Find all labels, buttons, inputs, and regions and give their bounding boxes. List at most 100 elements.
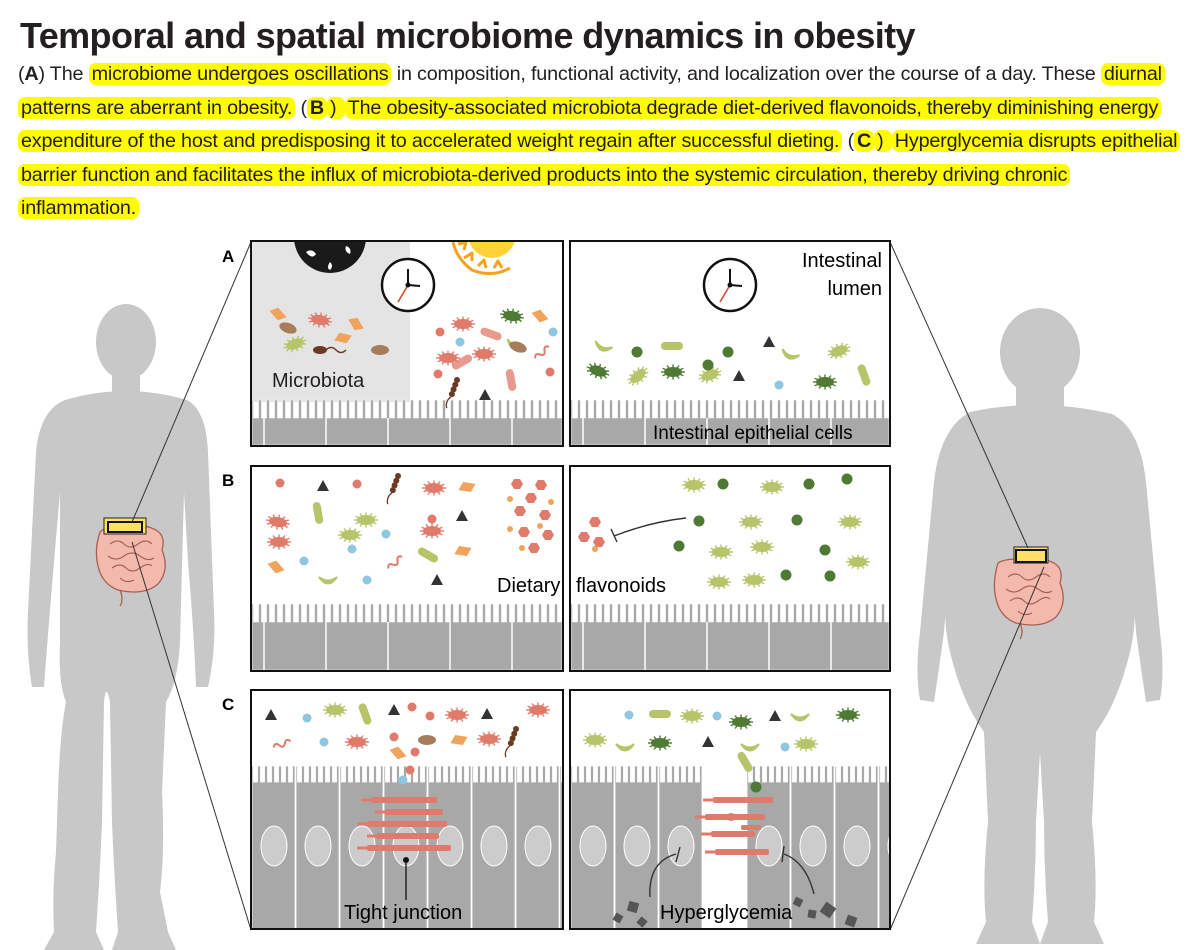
spiky-bacterium bbox=[526, 702, 550, 718]
human-silhouette-obese bbox=[917, 308, 1163, 944]
spiky-bacterium bbox=[827, 342, 851, 360]
panel-c-obese: Hyperglycemia bbox=[571, 707, 889, 928]
flavonoid bbox=[537, 523, 543, 529]
spiky-bacterium bbox=[583, 732, 607, 748]
caption-text: ( bbox=[295, 96, 308, 119]
intestinal-epithelium bbox=[571, 603, 889, 670]
spiky-bacterium bbox=[742, 572, 766, 588]
crescent-bacterium bbox=[781, 348, 801, 360]
diamond-bacterium bbox=[348, 317, 364, 331]
figure-caption: (A) The microbiome undergoes oscillation… bbox=[18, 58, 1188, 226]
round-bacterium bbox=[841, 473, 853, 485]
diamond-bacterium bbox=[531, 309, 549, 323]
microbiota-cluster bbox=[266, 473, 554, 585]
particle bbox=[769, 710, 781, 721]
diamond-bacterium bbox=[454, 546, 472, 556]
spiral-bacterium bbox=[534, 345, 550, 359]
spiky-bacterium bbox=[813, 374, 837, 390]
oval-bacterium bbox=[371, 345, 389, 355]
chain-bacterium bbox=[504, 726, 519, 758]
round-bacterium bbox=[631, 346, 643, 358]
panel-b-right-frame bbox=[569, 465, 891, 672]
rod-bacterium bbox=[312, 502, 324, 524]
round-bacterium bbox=[302, 713, 312, 723]
spiky-bacterium bbox=[586, 362, 610, 380]
round-bacterium bbox=[750, 781, 762, 793]
intestinal-epithelium bbox=[571, 399, 889, 445]
flavonoid bbox=[535, 480, 547, 490]
human-silhouette-lean bbox=[27, 304, 215, 950]
round-bacterium bbox=[780, 569, 792, 581]
epithelial-cell bbox=[878, 765, 889, 928]
flavonoid bbox=[578, 532, 590, 542]
spiky-bacterium bbox=[698, 366, 722, 384]
particle bbox=[456, 510, 468, 521]
label-intestinal: Intestinal bbox=[802, 250, 882, 272]
rod-bacterium bbox=[737, 751, 753, 773]
label-flavonoids: flavonoids bbox=[576, 575, 666, 597]
intestine-icon bbox=[993, 546, 1064, 640]
round-bacterium bbox=[722, 346, 734, 358]
spiky-bacterium bbox=[836, 707, 860, 723]
spiky-bacterium bbox=[420, 523, 444, 539]
particle bbox=[317, 480, 329, 491]
flavonoid bbox=[528, 543, 540, 553]
round-bacterium bbox=[407, 702, 417, 712]
flavonoid bbox=[548, 499, 554, 505]
sun-icon bbox=[451, 242, 515, 275]
rod-bacterium bbox=[649, 710, 671, 718]
particle bbox=[702, 736, 714, 747]
spiky-bacterium bbox=[354, 512, 378, 528]
spiky-bacterium bbox=[451, 316, 475, 332]
round-bacterium bbox=[381, 529, 391, 539]
epithelial-cell bbox=[471, 765, 516, 928]
rod-bacterium bbox=[451, 354, 473, 370]
label-tight-junction: Tight junction bbox=[344, 902, 462, 924]
oval-bacterium bbox=[509, 341, 527, 353]
spiky-bacterium bbox=[266, 514, 290, 530]
caption-text: A bbox=[24, 63, 39, 85]
spiky-bacterium bbox=[750, 539, 774, 555]
spiky-bacterium bbox=[472, 346, 496, 362]
zoom-lines bbox=[131, 241, 1045, 931]
panel-a-left-frame bbox=[250, 240, 564, 447]
chain-bacterium bbox=[386, 473, 401, 505]
spiral-bacterium bbox=[272, 738, 292, 748]
spiky-bacterium bbox=[308, 312, 332, 328]
spiky-bacterium bbox=[345, 734, 369, 750]
flavonoid bbox=[542, 530, 554, 540]
crescent-bacterium bbox=[740, 743, 760, 752]
clock-icon bbox=[380, 257, 436, 313]
caption-highlight: C bbox=[854, 130, 875, 152]
flavonoid bbox=[507, 496, 513, 502]
oval-bacterium bbox=[279, 322, 297, 334]
crescent-bacterium bbox=[318, 576, 338, 585]
epithelial-cell bbox=[746, 765, 791, 928]
particle bbox=[265, 709, 277, 720]
crescent-bacterium bbox=[615, 743, 635, 752]
panel-a-lean: Microbiota bbox=[252, 242, 562, 445]
label-hyperglycemia: Hyperglycemia bbox=[660, 902, 793, 924]
round-bacterium bbox=[693, 515, 705, 527]
chain-bacterium bbox=[445, 377, 460, 409]
flavonoid bbox=[519, 545, 525, 551]
epithelial-cell bbox=[295, 765, 340, 928]
epithelial-cell bbox=[614, 765, 659, 928]
panel-b-lean: Dietary bbox=[252, 473, 562, 670]
flavonoid bbox=[593, 537, 605, 547]
spiky-bacterium bbox=[500, 308, 524, 324]
hyperglycemia-glucose bbox=[612, 896, 858, 928]
flagellated-bacterium bbox=[313, 346, 347, 354]
round-bacterium bbox=[780, 742, 790, 752]
spiky-bacterium bbox=[338, 527, 362, 543]
label-dietary: Dietary bbox=[497, 575, 560, 597]
spiky-bacterium bbox=[794, 736, 818, 752]
rod-bacterium bbox=[417, 547, 439, 563]
particle bbox=[733, 370, 745, 381]
round-bacterium bbox=[319, 737, 329, 747]
caption-text: ( bbox=[18, 63, 25, 85]
microbiota-cluster bbox=[586, 336, 871, 390]
caption-text: ) The bbox=[38, 63, 89, 85]
panel-letter-b: B bbox=[222, 471, 234, 490]
label-intestinal-epithelial-cells: Intestinal epithelial cells bbox=[653, 423, 853, 444]
